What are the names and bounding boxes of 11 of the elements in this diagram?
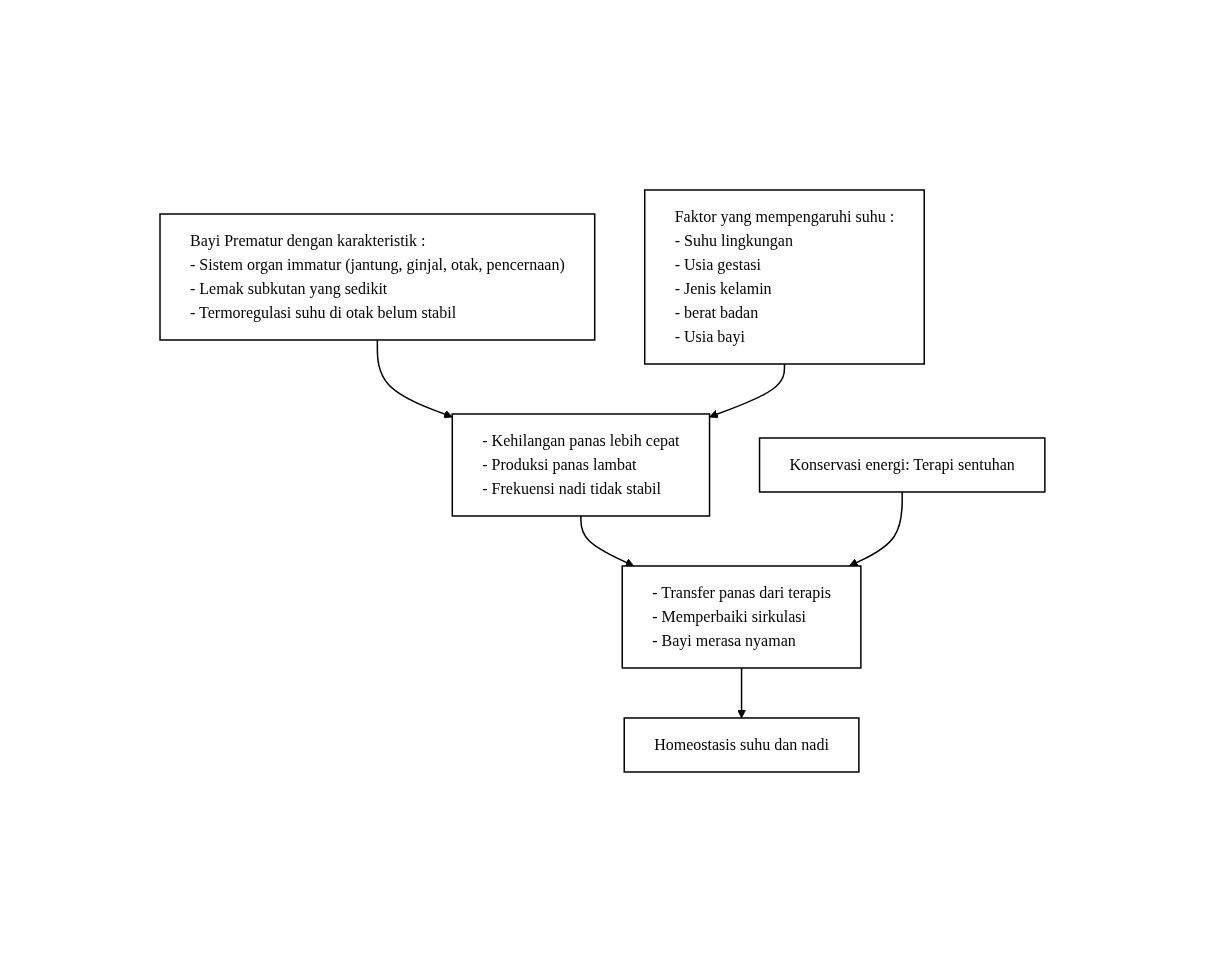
node-box: - Transfer panas dari terapis - Memperbaiki sirkulasi - Bayi merasa nyaman [621, 564, 862, 669]
arrow [737, 666, 746, 718]
arrow [849, 490, 903, 567]
node-box: - Kehilangan panas lebih cepat - Produksi panas lambat - Frekuensi nadi tidak stabil [451, 412, 711, 517]
node-box: Konservasi energi: Terapi sentuhan [758, 436, 1046, 493]
arrow [376, 338, 453, 418]
node-box: Faktor yang mempengaruhi suhu : - Suhu lingkungan - Usia gestasi - Jenis kelamin - berat badan - Usia bayi [644, 188, 926, 365]
arrow [709, 362, 786, 418]
arrow [580, 514, 635, 567]
node-box: Homeostasis suhu dan nadi [623, 716, 860, 773]
node-box: Bayi Prematur dengan karakteristik : - Sistem organ immatur (jantung, ginjal, otak, pencernaan) - Lemak subkutan yang sedikit - Termoregulasi suhu di otak belum stabil [159, 212, 596, 341]
